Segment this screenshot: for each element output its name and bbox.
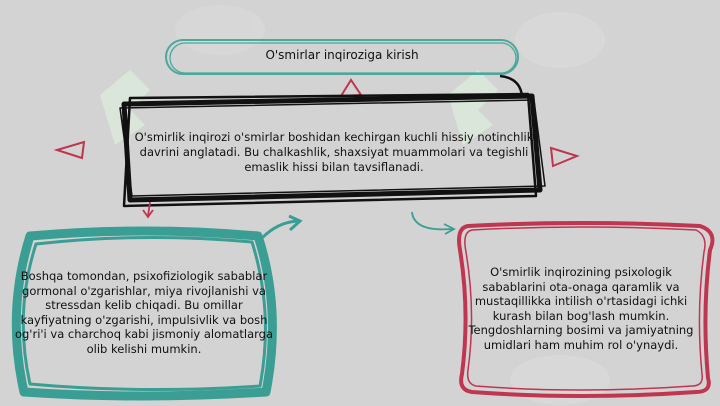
- center-node-text: O'smirlik inqirozi o'smirlar boshidan ke…: [134, 130, 534, 174]
- title-node-border: [165, 39, 519, 75]
- watermark-logo-mid: [448, 70, 498, 145]
- watermark-blob-right: [515, 12, 605, 68]
- right-node-text: O'smirlik inqirozining psixologik sababl…: [468, 265, 694, 352]
- triangle-top: [339, 78, 363, 98]
- triangle-right: [549, 146, 580, 168]
- center-node-border: [119, 92, 546, 208]
- arrowhead-center-right: [443, 223, 456, 235]
- left-node-text: Boshqa tomondan, psixofiziologik sababla…: [14, 269, 274, 356]
- triangle-left: [53, 140, 86, 160]
- connector-center-right: [411, 211, 453, 231]
- left-node-border: [11, 226, 277, 401]
- title-node-text: O'smirlar inqiroziga kirish: [265, 48, 419, 62]
- arrowhead-left-center: [288, 214, 303, 232]
- right-node-border: [457, 221, 715, 398]
- connector-center-left-stub: [142, 201, 154, 219]
- watermark-blob-bottom: [510, 355, 610, 405]
- connector-left-center: [260, 219, 299, 240]
